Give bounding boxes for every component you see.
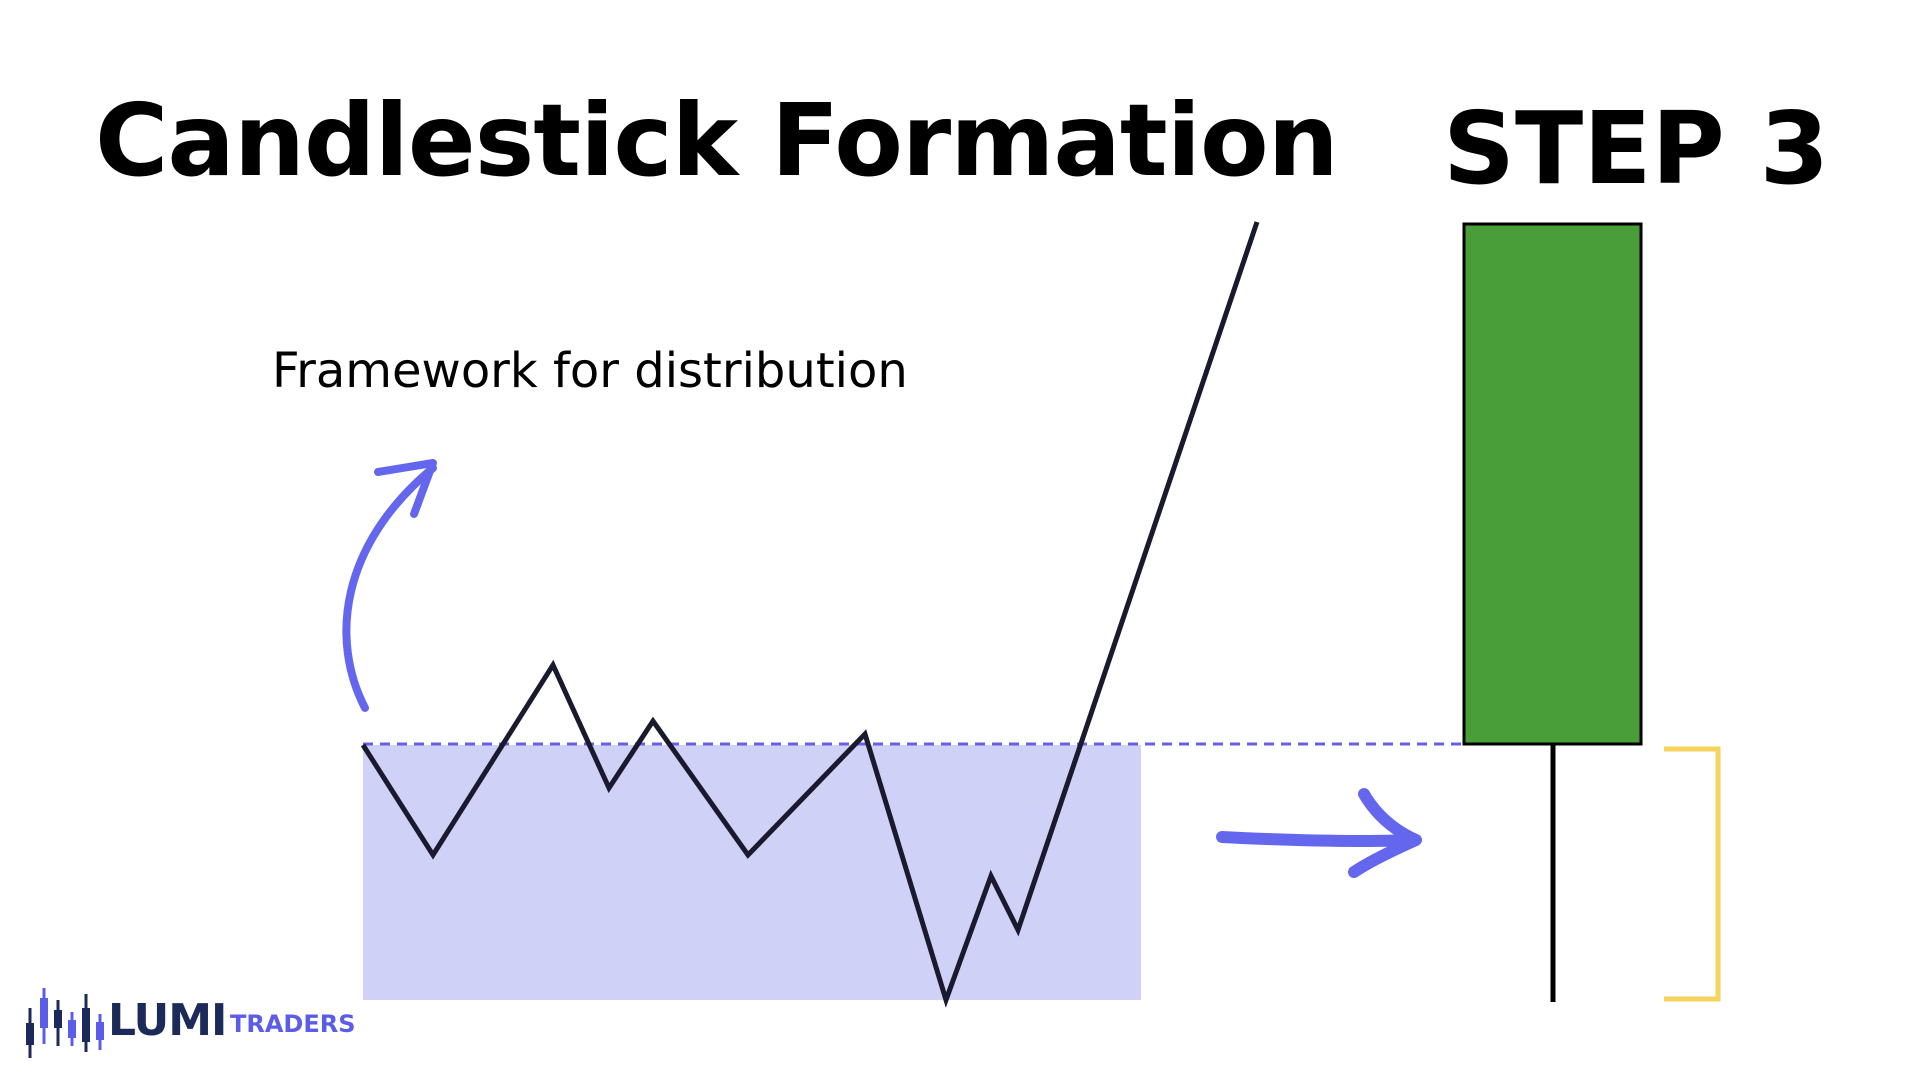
logo: LUMI TRADERS [24, 988, 356, 1058]
page-title: Candlestick Formation [95, 82, 1339, 199]
step-label: STEP 3 [1443, 90, 1830, 207]
candle-body [1462, 222, 1643, 746]
logo-sub-text: TRADERS [230, 1010, 356, 1038]
annotation-label: Framework for distribution [272, 343, 908, 399]
wick-bracket [1664, 746, 1721, 1002]
logo-main-text: LUMI [108, 995, 227, 1046]
candlestick-logo-icon [26, 988, 104, 1058]
curved-up-arrow-icon [342, 459, 437, 712]
right-arrow-icon [1216, 788, 1422, 878]
range-zone [363, 745, 1141, 1000]
price-path [360, 221, 1260, 1008]
